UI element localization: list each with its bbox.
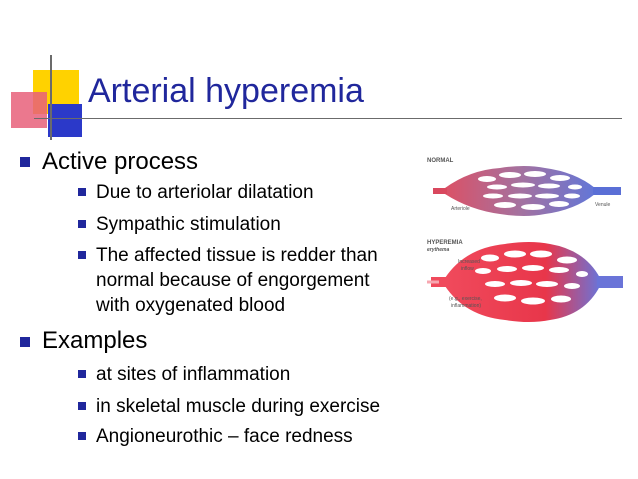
hyperemia-vascular-bed <box>427 242 623 322</box>
sub-bullet-marker <box>78 370 86 378</box>
figure-inflow-label: inflow <box>461 266 474 272</box>
sub-bullet-marker <box>78 220 86 228</box>
figure-hyperemia-label: HYPEREMIA <box>427 240 463 246</box>
slide-title: Arterial hyperemia <box>88 72 364 110</box>
sub-bullet-angioneurothic: Angioneurothic – face redness <box>96 426 353 447</box>
bullet-marker <box>20 157 30 167</box>
sub-bullet-affected-tissue: The affected tissue is redder than norma… <box>96 243 416 318</box>
sub-bullet-skeletal-muscle: in skeletal muscle during exercise <box>96 396 381 417</box>
figure-venule-label: Venule <box>595 202 611 208</box>
figure-erythema-label: erythema <box>427 247 449 253</box>
decorative-red-square <box>11 92 47 128</box>
sub-bullet-arteriolar: Due to arteriolar dilatation <box>96 182 314 203</box>
figure-example-label-1: (e.g., exercise, <box>449 296 482 302</box>
sub-bullet-marker <box>78 402 86 410</box>
sub-bullet-line: with oxygenated blood <box>96 295 286 316</box>
decorative-blue-square <box>48 104 82 137</box>
sub-bullet-line: normal because of engorgement <box>96 270 370 291</box>
title-underline <box>34 118 622 119</box>
sub-bullet-inflammation: at sites of inflammation <box>96 364 291 385</box>
figure-normal-label: NORMAL <box>427 158 454 164</box>
figure-example-label-2: inflammation) <box>451 303 481 309</box>
sub-bullet-marker <box>78 251 86 259</box>
sub-bullet-marker <box>78 188 86 196</box>
bullet-active-process: Active process <box>42 148 199 175</box>
normal-vascular-bed <box>433 166 621 216</box>
figure-arteriole-label: Arteriole <box>451 206 470 212</box>
bullet-marker <box>20 337 30 347</box>
figure-increased-label: Increased <box>458 259 480 265</box>
bullet-examples: Examples <box>42 327 148 354</box>
vascular-bed-illustration: NORMAL Arteriole Venule <box>427 158 623 322</box>
sub-bullet-marker <box>78 432 86 440</box>
sub-bullet-line: The affected tissue is redder than <box>96 245 378 266</box>
sub-bullet-sympathic: Sympathic stimulation <box>96 214 281 235</box>
decorative-vertical-line <box>50 55 52 140</box>
